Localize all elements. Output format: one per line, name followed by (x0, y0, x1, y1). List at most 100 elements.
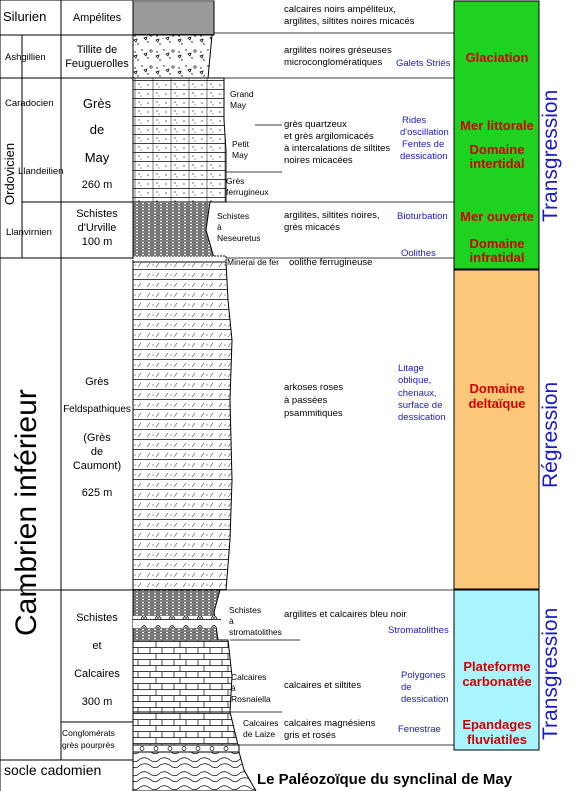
struct-litage-2: oblique, (398, 375, 432, 386)
struct-bioturbation: Bioturbation (397, 211, 448, 222)
struct-litage-4: surface de (398, 400, 443, 411)
leader-lines (94, 32, 454, 746)
trend-middle: Régression (539, 381, 562, 488)
formation-gres-may-4: 260 m (81, 179, 113, 191)
formation-gres-feld-6: 625 m (81, 487, 113, 499)
formation-gres-feld-1: Grès (85, 376, 109, 388)
formation-conglo-2: grès pourprés (62, 740, 115, 750)
struct-fentes-2: dessication (400, 151, 448, 162)
struct-litage-5: dessication (398, 412, 446, 423)
label-calc-rosn-2: à (231, 683, 236, 693)
env-domaine-infratidal-1: Domaine (469, 236, 525, 251)
formation-gres-feld-4: de (90, 446, 104, 458)
label-gres-ferr-2: ferrugineux (226, 187, 269, 197)
litho-gres-4: noires micacées (284, 155, 353, 166)
label-schistes-strom-1: Schistes (229, 605, 262, 615)
label-grand-may-2: May (230, 100, 247, 110)
system-ordovicien: Ordovicien (2, 142, 17, 205)
env-plateforme-2: carbonatée (462, 674, 532, 689)
formation-gres-may-1: Grès (82, 96, 112, 111)
env-mer-ouverte: Mer ouverte (460, 209, 534, 224)
label-minerai: Minerai de fer (227, 257, 279, 267)
label-schistes-nes-2: à (217, 222, 222, 232)
env-domaine-intertidal-2: intertidal (469, 156, 525, 171)
litho-arkoses-3: psammitiques (284, 408, 343, 419)
label-calc-rosn-3: Rosnaiella (231, 694, 271, 704)
struct-litage-1: Litage (398, 363, 424, 374)
formation-schistes-urville-3: 100 m (81, 236, 113, 248)
label-grand-may-1: Grand (230, 89, 254, 99)
column-layers (132, 0, 257, 791)
system-cambrien: Cambrien inférieur (10, 389, 43, 636)
label-petit-may-2: May (232, 150, 249, 160)
env-box-cyan (453, 589, 540, 751)
stage-llandeilien: Llandeilien (18, 166, 64, 177)
label-gres-ferr-1: Grès (226, 176, 245, 186)
struct-litage-3: chenaux, (398, 388, 437, 399)
label-calc-laize-1: Calcaires (243, 718, 279, 728)
stage-llanvirnien: Llanvirnien (6, 227, 52, 238)
formation-schistes-urville-1: Schistes (76, 208, 118, 220)
litho-calc-magn-2: gris et rosés (284, 730, 336, 741)
formation-conglo-1: Conglomérats (62, 728, 115, 738)
formation-ampelites: Ampélites (72, 12, 122, 24)
formation-gres-may-2: de (89, 122, 105, 137)
litho-arkoses-1: arkoses roses (284, 382, 344, 393)
litho-calc-magn-1: calcaires magnésiens (284, 718, 376, 729)
litho-tillite-1: argilites noires gréseuses (284, 45, 392, 56)
label-petit-may-1: Petit (232, 139, 250, 149)
formation-gres-feld-2: Feldspathiques (63, 404, 131, 415)
litho-calc-silt: calcaires et siltites (284, 680, 362, 691)
env-box-green (453, 0, 540, 270)
system-socle: socle cadomien (4, 762, 102, 778)
litho-schistes-1: argilites, siltites noires, (284, 210, 380, 221)
formation-gres-may-3: May (84, 150, 110, 165)
litho-ampelites-2: argilites, siltites noires micacés (284, 16, 415, 27)
struct-polygones-2: de (401, 682, 412, 693)
struct-rides-2: d'oscillation (400, 127, 449, 138)
env-plateforme-1: Plateforme (463, 659, 531, 674)
litho-ampelites-1: calcaires noirs ampéliteux, (284, 4, 396, 15)
formation-schistes-calc-1: Schistes (76, 612, 118, 624)
litho-oolithe: oolithe ferrugineuse (289, 257, 373, 268)
litho-tillite-2: microconglomératiques (284, 57, 383, 68)
label-calc-laize-2: de Laize (243, 729, 276, 739)
trend-lower: Transgression (539, 607, 562, 740)
label-schistes-nes-1: Schistes (217, 211, 250, 221)
env-box-orange (453, 269, 540, 590)
struct-stromatolithes: Stromatolithes (388, 625, 449, 636)
env-domaine-deltaique-2: deltaïque (468, 396, 526, 411)
label-schistes-strom-2: à (229, 616, 234, 626)
formation-tillite-2: Feuguerolles (65, 58, 129, 70)
env-domaine-infratidal-2: infratidal (469, 250, 525, 265)
table-frame (0, 0, 133, 791)
struct-rides-1: Rides (402, 115, 427, 126)
trend-upper: Transgression (539, 89, 562, 222)
formation-tillite-1: Tillite de (76, 44, 118, 56)
litho-arkoses-2: à passées (284, 395, 328, 406)
env-mer-littorale: Mer littorale (460, 118, 534, 133)
label-calc-rosn-1: Calcaires (231, 672, 267, 682)
struct-oolithes: Oolithes (401, 248, 436, 259)
env-glaciation: Glaciation (465, 50, 529, 65)
page-title: Le Paléozoïque du synclinal de May (257, 771, 513, 788)
litho-gres-2: et grès argilomicacés (284, 131, 374, 142)
litho-gres-3: à intercalations de siltites (284, 143, 391, 154)
litho-argilites-bleu: argilites et calcaires bleu noir (284, 609, 407, 620)
formation-schistes-calc-4: 300 m (81, 696, 113, 708)
env-epandages-2: fluviatiles (467, 732, 527, 747)
formation-schistes-calc-3: Calcaires (74, 668, 120, 680)
system-silurien: Silurien (3, 9, 47, 24)
formation-gres-feld-3: (Grès (83, 432, 111, 444)
struct-polygones-1: Polygones (401, 670, 446, 681)
struct-fenestrae: Fenestrae (398, 724, 441, 735)
label-schistes-nes-3: Neseuretus (217, 233, 261, 243)
struct-polygones-3: dessication (401, 694, 449, 705)
stage-caradocien: Caradocien (5, 98, 54, 109)
formation-gres-feld-5: Caumont) (72, 460, 122, 472)
struct-galets: Galets Striés (396, 58, 451, 69)
litho-gres-1: grès quartzeux (284, 119, 347, 130)
stage-ashgillien: Ashgillien (5, 52, 46, 63)
struct-fentes-1: Fentes de (402, 139, 445, 150)
